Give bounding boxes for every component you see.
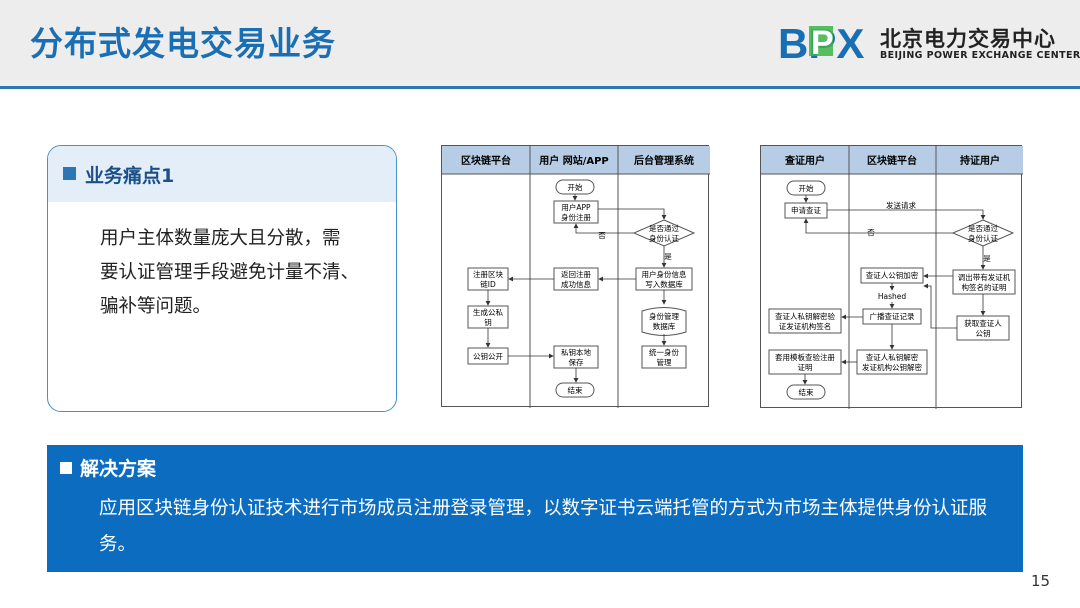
header-divider <box>0 86 1080 89</box>
logo-chinese-name: 北京电力交易中心 <box>880 27 1056 51</box>
flow-node-label: 申请查证 <box>791 205 821 215</box>
flow-node-label: 证明 <box>798 363 813 372</box>
flow-node-label: 套用模板查验注册 <box>775 352 835 362</box>
lane-header: 持证用户 <box>960 154 1000 167</box>
flow-node-label: 用户APP <box>561 202 591 212</box>
bpx-logo: BPX P 北京电力交易中心 BEIJING POWER EXCHANGE CE… <box>778 20 1080 70</box>
flow-node-label: 身份认证 <box>968 233 998 243</box>
logo-english-name: BEIJING POWER EXCHANGE CENTER <box>880 50 1080 61</box>
start-node: 开始 <box>799 183 814 193</box>
flow-node-label: 写入数据库 <box>645 279 683 289</box>
registration-flowchart: 区块链平台 用户 网站/APP 后台管理系统 开始 用户APP 身份注册 是否通… <box>441 145 710 408</box>
flow-node-label: 查证人私钥解密 <box>866 352 919 362</box>
flow-node-label: 是 <box>664 252 672 261</box>
flow-node-label: 统一身份 <box>649 347 679 357</box>
lane-header: 区块链平台 <box>461 154 511 167</box>
flow-node-label: 数据库 <box>653 321 676 331</box>
flow-node-label: P <box>811 24 834 62</box>
start-node: 开始 <box>568 182 583 192</box>
solution-card: 解决方案 应用区块链身份认证技术进行市场成员注册登录管理，以数字证书云端托管的方… <box>47 445 1023 572</box>
verification-flowchart: 查证用户 区块链平台 持证用户 开始 申请查证 发送请求 是否通过 身份认证 否… <box>760 145 1023 409</box>
pain-point-label: 业务痛点1 <box>85 165 175 187</box>
square-bullet-icon <box>60 462 72 474</box>
pain-point-header: 业务痛点1 <box>48 146 396 202</box>
lane-header: 查证用户 <box>784 154 825 167</box>
flow-node-label: 保存 <box>569 357 584 367</box>
flow-node-label: 广播查证记录 <box>870 311 915 321</box>
flow-node-label: 公钥公开 <box>473 351 503 361</box>
page-number: 15 <box>1031 572 1051 590</box>
pain-point-card: 业务痛点1 用户主体数量庞大且分散，需 要认证管理手段避免计量不清、 骗补等问题… <box>47 145 397 412</box>
flow-node-label: 是否通过 <box>649 223 679 233</box>
flow-node-label: 查证人私钥解密验 <box>775 311 835 321</box>
flow-node-label: 钥 <box>484 317 492 327</box>
flow-node-label: 发送请求 <box>886 200 916 210</box>
end-node: 结束 <box>568 385 583 395</box>
pain-point-text: 用户主体数量庞大且分散，需 要认证管理手段避免计量不清、 骗补等问题。 <box>100 222 390 324</box>
bpx-logo-mark: BPX P <box>778 20 864 64</box>
flow-node-label: 返回注册 <box>561 269 591 279</box>
solution-label: 解决方案 <box>80 458 157 480</box>
end-node: 结束 <box>799 387 814 397</box>
flow-node-label: 证发证机构签名 <box>779 321 832 331</box>
flow-node-label: 获取查证人 <box>964 318 1002 328</box>
flow-node-label: 构签名的证明 <box>962 282 1007 292</box>
flow-node-label: Hashed <box>878 292 907 301</box>
flow-node-label: 是否通过 <box>968 223 998 233</box>
flow-node-label: 身份认证 <box>649 233 679 243</box>
flow-node-label: 私钥本地 <box>561 347 591 357</box>
flow-node-label: 管理 <box>657 357 672 367</box>
lane-header: 区块链平台 <box>867 154 917 167</box>
flow-node-label: 公钥 <box>976 328 991 338</box>
flow-node-label: 用户身份信息 <box>642 269 687 279</box>
pain-point-line: 骗补等问题。 <box>100 296 212 317</box>
flow-node-label: 否 <box>867 228 875 237</box>
flow-node-label: 链ID <box>480 279 496 289</box>
pain-point-line: 用户主体数量庞大且分散，需 <box>100 228 341 249</box>
flow-node-label: 生成公私 <box>473 307 503 317</box>
flow-node-label: 查证人公钥加密 <box>866 270 919 280</box>
flow-node-label: 身份注册 <box>561 212 591 222</box>
flow-node-label: 调出带有发证机 <box>958 272 1011 282</box>
flow-node-label: 注册区块 <box>473 269 503 279</box>
pain-point-line: 要认证管理手段避免计量不清、 <box>100 262 360 283</box>
flow-node-label: 发证机构公钥解密 <box>862 362 922 372</box>
flow-node-label: 成功信息 <box>561 279 591 289</box>
flow-node-label: 否 <box>598 231 606 240</box>
flow-node-label: 身份管理 <box>649 311 679 321</box>
lane-header: 用户 网站/APP <box>538 154 609 167</box>
flow-node-label: 是 <box>983 254 991 263</box>
header-bar <box>0 0 1080 86</box>
solution-text: 应用区块链身份认证技术进行市场成员注册登录管理，以数字证书云端托管的方式为市场主… <box>99 498 988 555</box>
page-title: 分布式发电交易业务 <box>30 24 336 63</box>
lane-header: 后台管理系统 <box>634 154 694 167</box>
square-bullet-icon <box>63 167 76 180</box>
